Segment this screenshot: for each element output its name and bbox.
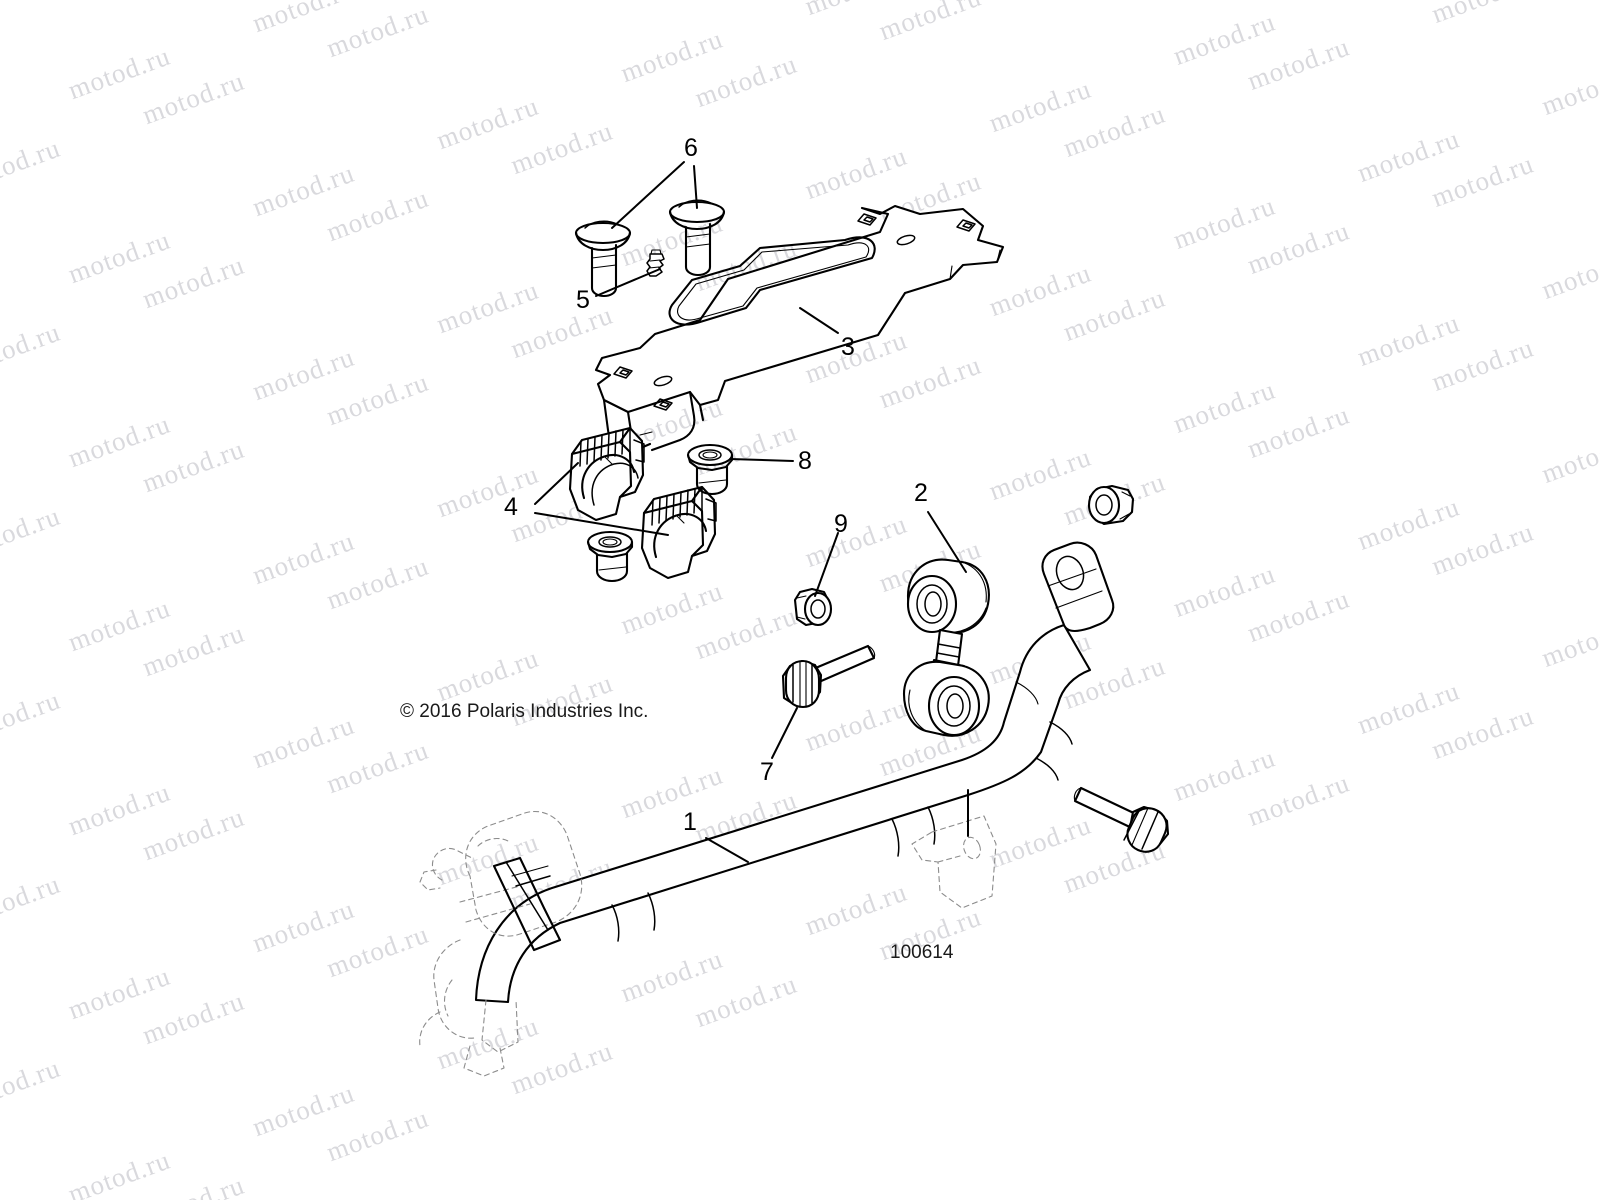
bar-left-clamp-detail xyxy=(492,856,562,952)
leader-7 xyxy=(771,707,798,759)
part-flange-bolt-right xyxy=(1073,786,1170,853)
callout-1: 1 xyxy=(683,808,697,836)
part-bushing-clamp-lower xyxy=(640,485,717,580)
callout-5: 5 xyxy=(576,286,590,314)
leader-3 xyxy=(799,307,839,334)
copyright-notice: © 2016 Polaris Industries Inc. xyxy=(400,701,649,722)
part-flange-nut-lower xyxy=(586,530,634,583)
callout-7: 7 xyxy=(760,758,774,786)
leader-2 xyxy=(927,511,967,573)
ghost-mounting-tab xyxy=(911,815,997,909)
part-push-rivet-left xyxy=(574,220,632,298)
callout-2: 2 xyxy=(914,479,928,507)
part-flange-bolt-left xyxy=(781,644,876,709)
part-stabilizer-link xyxy=(902,558,990,737)
diagram-number-label: 100614 xyxy=(890,942,954,963)
part-bracket-plate xyxy=(594,204,1005,453)
bracket-mounting-holes xyxy=(613,213,976,411)
callout-3: 3 xyxy=(841,333,855,361)
callout-9: 9 xyxy=(834,510,848,538)
leader-4b xyxy=(534,512,669,536)
callout-leader-lines xyxy=(534,161,969,863)
part-flange-nut-small xyxy=(793,587,833,627)
leader-4a xyxy=(534,462,579,505)
leader-6a xyxy=(611,161,685,229)
callout-8: 8 xyxy=(798,447,812,475)
part-stabilizer-bar xyxy=(419,541,1115,1077)
callout-6: 6 xyxy=(684,134,698,162)
part-flange-nut-right xyxy=(1087,484,1135,526)
part-grease-fitting xyxy=(646,249,665,277)
part-push-rivet-right xyxy=(668,199,726,277)
part-bushing-clamp-upper xyxy=(568,426,645,522)
callout-4: 4 xyxy=(504,493,518,521)
leader-9 xyxy=(814,532,839,597)
leader-5 xyxy=(595,268,661,297)
part-flange-nut-upper xyxy=(686,443,734,496)
ghost-knuckle-assembly xyxy=(419,810,583,1077)
leader-1 xyxy=(705,837,749,863)
leader-8 xyxy=(729,458,794,462)
leader-6b xyxy=(693,165,698,209)
